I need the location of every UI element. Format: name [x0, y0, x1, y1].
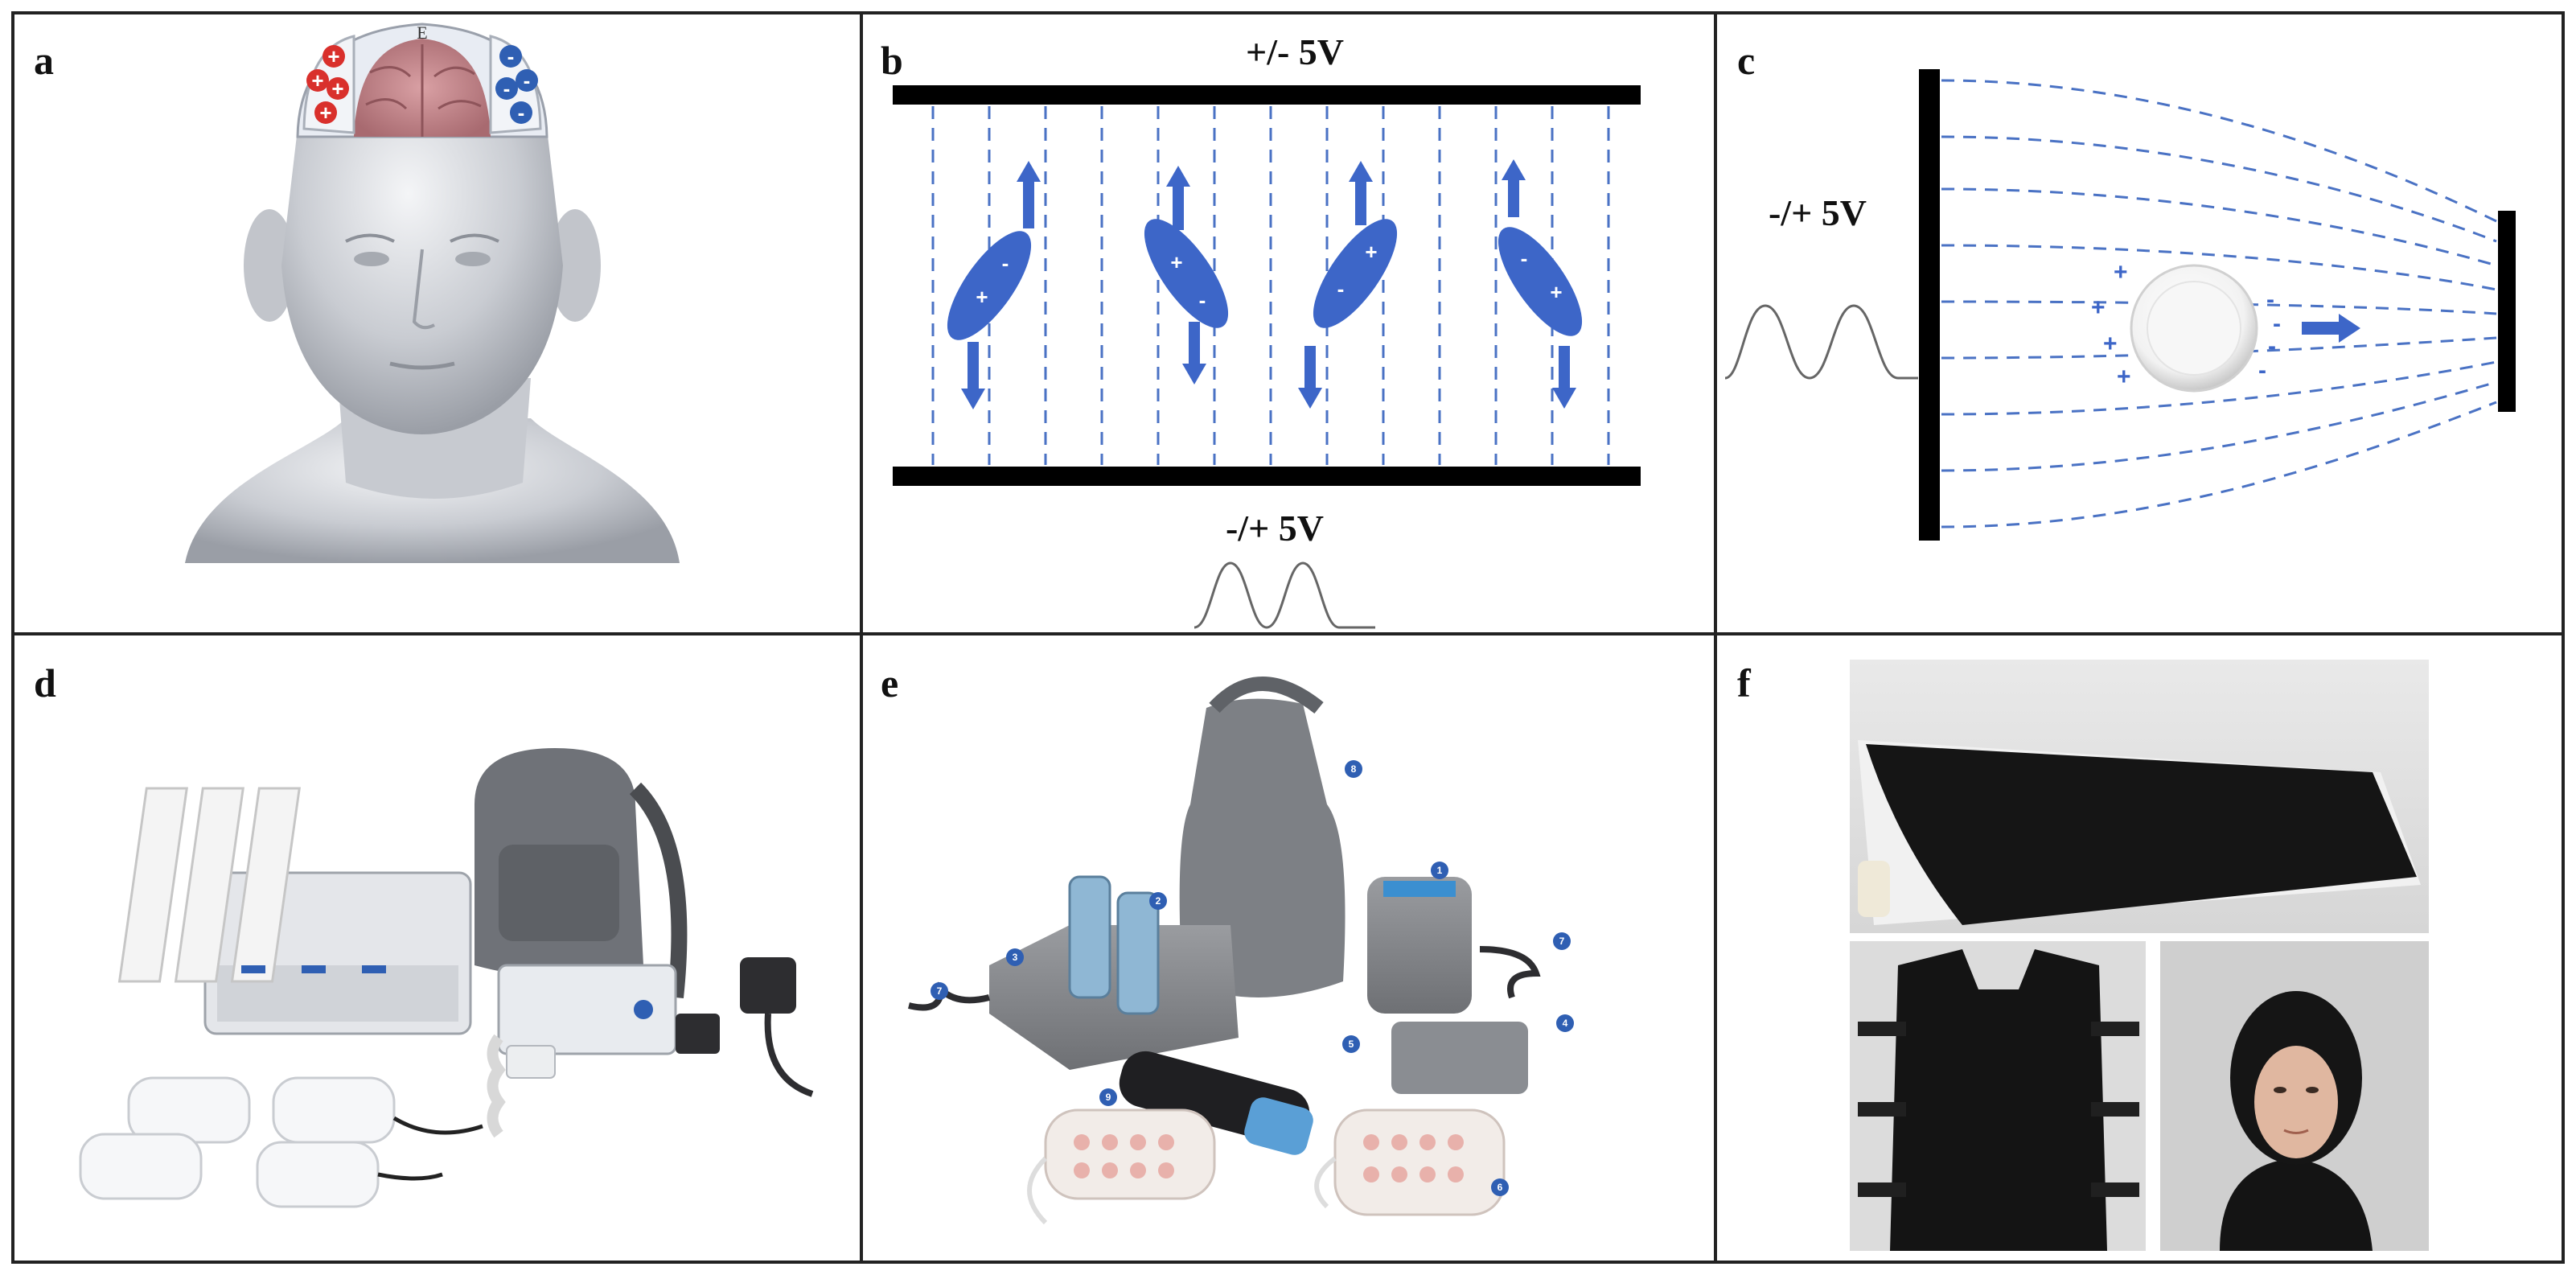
large-electrode: [1919, 69, 1940, 541]
force-arrow: [2302, 314, 2360, 343]
mattress-photo: [1850, 660, 2429, 933]
voltage-label: -/+ 5V: [1769, 192, 1867, 233]
vest-photo: [1850, 941, 2146, 1251]
plus-sign: +: [2114, 259, 2128, 286]
plus-sign: +: [2103, 331, 2118, 357]
minus-sign: -: [1002, 251, 1009, 275]
panel-b: b +/- 5V + - +: [881, 31, 1641, 629]
electrode-letter: E: [417, 23, 427, 43]
negative-electrodes: - - - -: [495, 44, 538, 125]
dipole-molecule: + -: [1298, 161, 1398, 409]
panel-f-label: f: [1737, 660, 1752, 705]
electrode-sign: +: [331, 76, 343, 101]
minus-sign: -: [2268, 333, 2276, 360]
electrode-sign: +: [327, 44, 339, 68]
panel-grid: [11, 11, 2565, 1264]
dipole-molecule: + -: [1498, 159, 1583, 409]
minus-sign: -: [1521, 246, 1528, 270]
callout-number: 4: [1563, 1018, 1568, 1029]
cell-charges: + + + + - - - -: [2091, 259, 2281, 390]
callout-number: 3: [1013, 952, 1018, 963]
dipole-molecule: + -: [1144, 166, 1229, 385]
minus-sign: -: [2266, 286, 2274, 313]
plus-sign: +: [2117, 364, 2131, 390]
minus-sign: -: [2273, 311, 2281, 337]
dipole-molecule: + -: [947, 161, 1041, 409]
top-voltage-label: +/- 5V: [1246, 31, 1344, 72]
panel-e-label: e: [881, 660, 898, 705]
panel-d-label: d: [34, 660, 56, 705]
bottom-electrode-plate: [893, 467, 1641, 486]
plus-sign: +: [1550, 280, 1562, 304]
panel-f: f: [1737, 660, 2429, 1251]
electrode-sign: -: [524, 68, 531, 93]
callout-number: 2: [1156, 895, 1161, 907]
field-lines-b: [931, 106, 1610, 465]
device-kit-photo: 1 2 3 4 5 6 7 7 8 9: [908, 677, 1574, 1225]
ac-waveform: [1724, 304, 1918, 380]
panel-e: e: [881, 660, 1574, 1225]
panel-c-label: c: [1737, 38, 1755, 83]
electrode-sign: +: [311, 68, 323, 93]
callout-badges: 1 2 3 4 5 6 7 7 8 9: [931, 760, 1574, 1196]
electrode-sign: -: [507, 44, 515, 68]
callout-number: 7: [937, 985, 943, 997]
panel-d: d: [34, 660, 814, 1208]
plus-sign: +: [976, 285, 988, 309]
positive-electrodes: + + + +: [306, 44, 349, 125]
head-illustration: + + + + - - - - E: [185, 23, 680, 563]
electrode-sign: +: [319, 101, 331, 125]
electrode-sign: -: [518, 101, 525, 125]
minus-sign: -: [2258, 357, 2266, 384]
callout-number: 6: [1498, 1182, 1503, 1193]
callout-number: 7: [1559, 936, 1565, 947]
field-lines-c: [1941, 79, 2497, 529]
callout-number: 5: [1349, 1039, 1354, 1050]
panel-c: c -/+ 5V + + + + - - - -: [1724, 38, 2516, 541]
electrode-sign: -: [503, 76, 511, 101]
callout-number: 8: [1351, 763, 1357, 775]
plus-sign: +: [2091, 294, 2106, 321]
minus-sign: -: [1337, 277, 1345, 301]
bottom-voltage-label: -/+ 5V: [1226, 508, 1324, 549]
small-electrode: [2498, 211, 2516, 412]
callout-number: 1: [1437, 865, 1443, 876]
plus-sign: +: [1365, 240, 1377, 264]
callout-number: 9: [1106, 1092, 1111, 1103]
device-kit-photo: [79, 748, 814, 1208]
plus-sign: +: [1170, 250, 1182, 274]
minus-sign: -: [1199, 288, 1206, 312]
panel-a-label: a: [34, 38, 54, 83]
top-electrode-plate: [893, 85, 1641, 105]
ac-waveform: [1194, 561, 1375, 629]
panel-b-label: b: [881, 38, 903, 83]
head-cap-photo: [2160, 941, 2429, 1251]
panel-a: a: [34, 23, 680, 563]
